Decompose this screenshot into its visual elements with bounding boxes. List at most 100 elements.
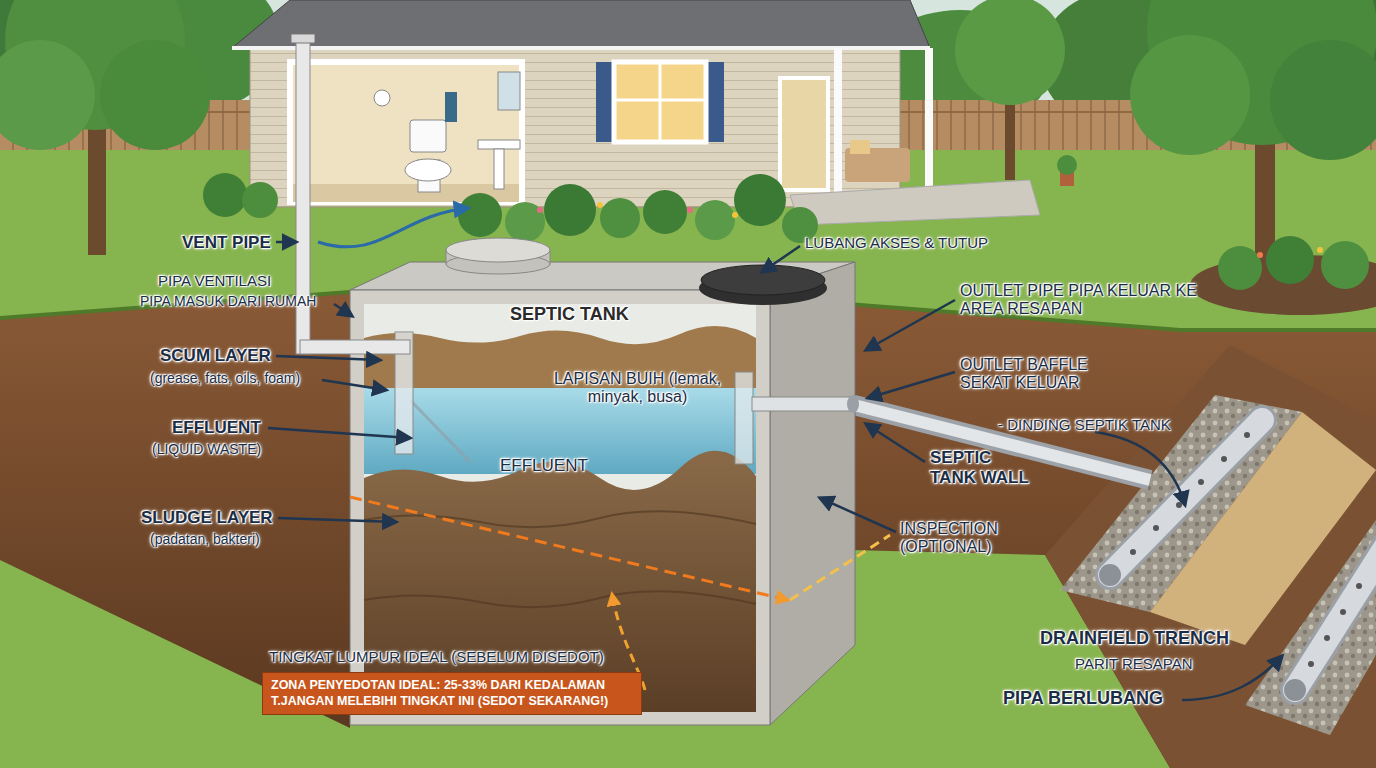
inlet-vent-pipe — [291, 34, 315, 43]
drainfield — [1295, 540, 1376, 690]
part-label: - DINDING SEPTIK TANK — [998, 416, 1171, 433]
drainfield — [1295, 540, 1376, 690]
house — [405, 159, 451, 181]
zone-note: ZONA PENYEDOTAN IDEAL: 25-33% DARI KEDAL… — [271, 677, 633, 710]
shrubs — [734, 174, 786, 226]
house — [498, 72, 520, 110]
drainfield — [1099, 564, 1121, 586]
house — [445, 92, 457, 122]
lawn — [0, 150, 1376, 768]
part-label: SLUDGE LAYER — [141, 508, 273, 528]
shrubs — [1257, 252, 1263, 258]
septic-tank — [364, 511, 756, 527]
shrubs — [732, 212, 738, 218]
house — [834, 48, 842, 198]
part-label: VENT PIPE — [182, 233, 271, 253]
house — [374, 90, 390, 106]
part-label: INSPECTION (OPTIONAL) — [900, 520, 1030, 557]
drainfield — [1356, 583, 1362, 589]
shrubs — [1266, 236, 1314, 284]
house — [790, 180, 1040, 225]
tree — [1130, 35, 1250, 155]
septic-tank — [770, 262, 855, 725]
leader-arrow — [268, 428, 410, 438]
inlet-vent-pipe — [300, 340, 410, 354]
house — [250, 45, 900, 207]
tank-title: SEPTIC TANK — [510, 304, 629, 325]
shrubs — [597, 202, 603, 208]
leader-arrow — [820, 498, 896, 532]
part-label: PARIT RESAPAN — [1075, 655, 1193, 672]
leader-arrow — [1095, 432, 1185, 505]
house — [232, 0, 930, 48]
wrap-spacer — [1138, 300, 1210, 318]
part-label: PIPA BERLUBANG — [1003, 688, 1163, 709]
house — [290, 62, 522, 202]
drainfield — [1176, 502, 1182, 508]
part-label: PIPA MASUK DARI RUMAH — [140, 293, 316, 309]
drainfield — [1284, 679, 1306, 701]
shrubs — [544, 184, 596, 236]
shrubs — [537, 207, 543, 213]
sludge-level-line — [790, 535, 890, 600]
layer-label: LAPISAN BUIH (lemak, minyak, busa) — [545, 370, 730, 407]
house — [478, 140, 520, 149]
leader-arrow — [866, 300, 955, 350]
part-note: (LIQUID WASTE) — [152, 441, 261, 457]
inlet-vent-pipe — [291, 34, 468, 354]
zone-heading: TINGKAT LUMPUR IDEAL (SEBELUM DISEDOT) — [269, 648, 604, 665]
shrubs — [695, 200, 735, 240]
drainfield — [1153, 525, 1159, 531]
inlet-vent-pipe — [318, 208, 468, 247]
leader-arrow — [322, 380, 386, 390]
septic-tank — [735, 372, 753, 464]
septic-tank — [364, 591, 756, 607]
house — [614, 99, 706, 102]
part-label: SEPTIC TANK WALL — [930, 448, 1040, 487]
house — [659, 62, 662, 142]
part-label: DRAINFIELD TRENCH — [1040, 628, 1229, 649]
layer-label: EFFLUENT — [500, 456, 588, 476]
septic-tank — [410, 400, 470, 462]
tree — [955, 0, 1065, 105]
tree — [0, 0, 1376, 265]
drainfield — [1130, 549, 1136, 555]
shrubs — [1218, 246, 1262, 290]
leader-arrow — [268, 242, 1282, 700]
septic-tank — [752, 397, 852, 411]
part-note: (padatan, bakteri) — [150, 531, 260, 547]
part-label: PIPA VENTILASI — [158, 272, 271, 289]
part-note: (grease, fats, oils, foam) — [150, 370, 300, 386]
leader-arrow — [868, 372, 955, 398]
shrubs — [242, 182, 278, 218]
shrubs — [600, 198, 640, 238]
shrubs — [458, 193, 502, 237]
soil-section — [0, 292, 1376, 768]
part-label: OUTLET PIPE PIPA KELUAR KE AREA RESAPAN — [960, 282, 1210, 319]
shrubs — [643, 190, 687, 234]
drainfield — [1244, 432, 1250, 438]
septic-tank — [847, 395, 859, 413]
house — [850, 140, 870, 154]
part-label: LUBANG AKSES & TUTUP — [805, 234, 988, 251]
warning-box: TINGKAT LUMPUR IDEAL (SEBELUM DISEDOT)ZO… — [262, 672, 642, 715]
drainfield — [1324, 635, 1330, 641]
septic-tank — [701, 265, 825, 295]
shrubs — [203, 173, 247, 217]
house — [780, 78, 828, 190]
tree — [100, 40, 210, 150]
house — [596, 62, 612, 142]
shrubs — [1057, 155, 1077, 175]
drainfield — [1150, 412, 1376, 645]
leader-arrow — [276, 241, 296, 244]
shrubs — [1317, 247, 1323, 253]
shrubs — [1321, 241, 1369, 289]
house — [232, 0, 1040, 225]
shrubs — [505, 202, 545, 242]
house — [232, 46, 930, 50]
lawn — [0, 150, 1376, 768]
drainfield — [1198, 479, 1204, 485]
house — [494, 149, 504, 189]
leader-arrow — [866, 424, 925, 462]
house — [614, 62, 706, 142]
